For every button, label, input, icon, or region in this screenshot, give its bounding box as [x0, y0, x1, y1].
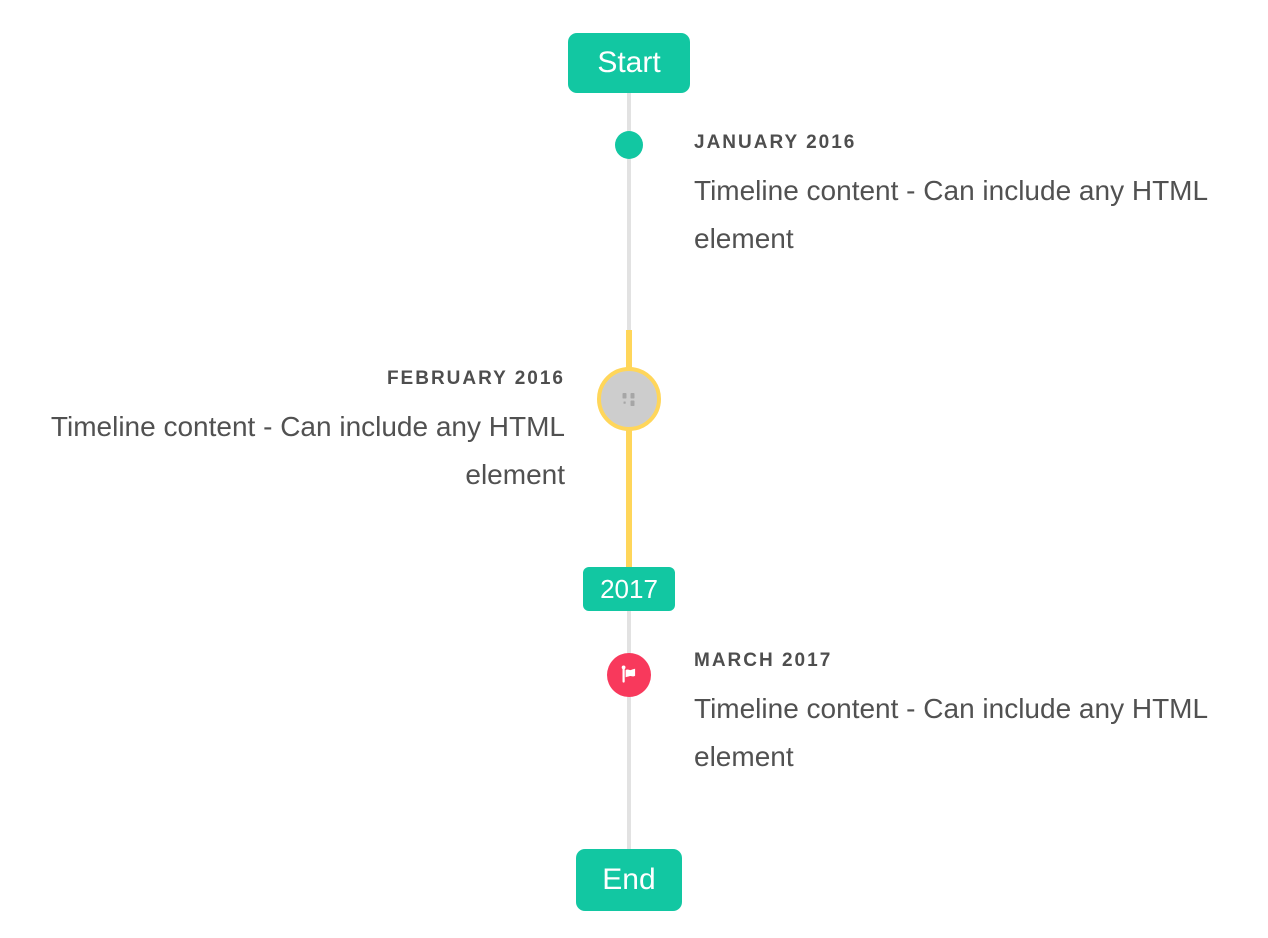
timeline-start-label: Start: [597, 46, 661, 79]
timeline-end-button[interactable]: End: [576, 849, 682, 911]
entry-title: FEBRUARY 2016: [386, 368, 565, 389]
broken-image-icon: [621, 392, 637, 407]
timeline-entry-march: MARCH 2017 Timeline content - Can includ…: [694, 649, 1234, 781]
timeline-end-label: End: [602, 863, 656, 896]
timeline-year-label: 2017: [600, 573, 658, 604]
timeline-start-button[interactable]: Start: [568, 33, 690, 93]
timeline-year-badge[interactable]: 2017: [583, 567, 675, 611]
entry-title: MARCH 2017: [694, 650, 833, 671]
entry-content: Timeline content - Can include any HTML …: [50, 411, 565, 490]
timeline-entry-january: JANUARY 2016 Timeline content - Can incl…: [694, 131, 1234, 263]
timeline-flag-marker: [607, 653, 651, 697]
flag-icon: [618, 664, 640, 686]
entry-content: Timeline content - Can include any HTML …: [694, 693, 1208, 772]
timeline-highlight-line: [626, 330, 632, 582]
timeline-image-marker: [597, 367, 661, 431]
entry-content: Timeline content - Can include any HTML …: [694, 175, 1208, 254]
entry-title: JANUARY 2016: [694, 132, 857, 153]
timeline-dot-marker: [615, 131, 643, 159]
timeline-entry-february: FEBRUARY 2016 Timeline content - Can inc…: [25, 367, 565, 499]
